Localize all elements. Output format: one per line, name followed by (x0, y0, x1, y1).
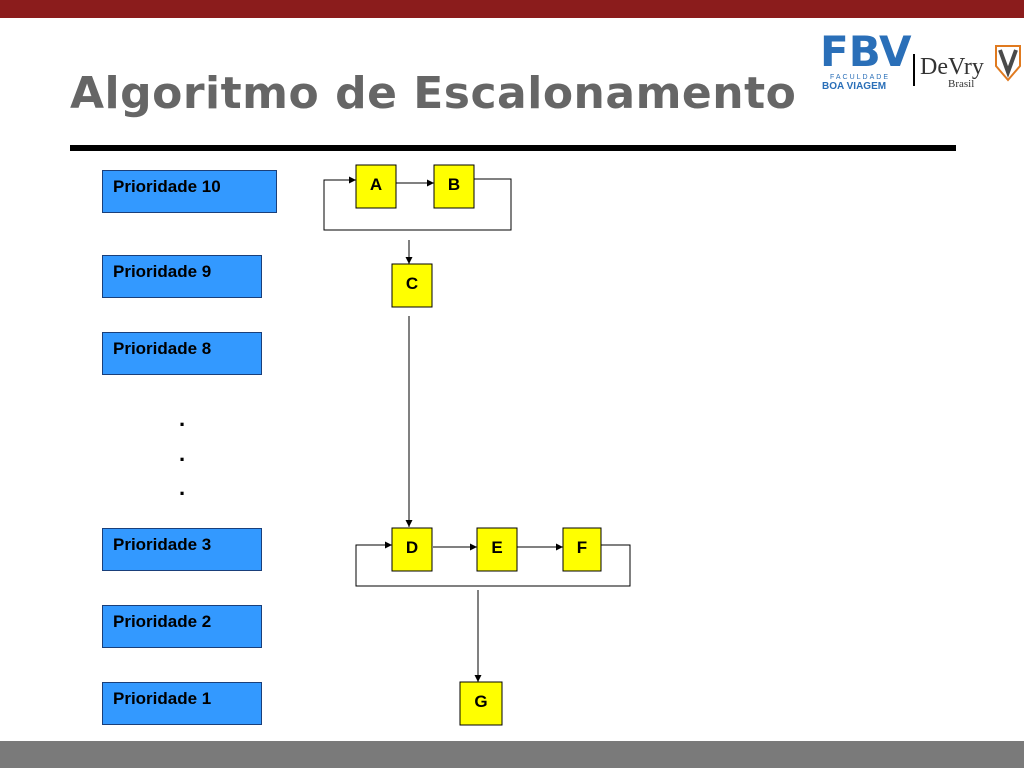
process-node-e: E (476, 527, 518, 572)
priority-10-box: Prioridade 10 (102, 170, 277, 213)
process-node-c: C (391, 263, 433, 308)
arrow-f-loop-to-d (355, 541, 631, 587)
ellipsis-dot-1: . (179, 406, 186, 431)
process-node-a: A (355, 164, 397, 209)
title-underline (70, 145, 956, 151)
process-label-b: B (448, 175, 460, 194)
process-node-b: B (433, 164, 475, 209)
process-node-g: G (459, 681, 503, 726)
fbv-tagline-2: BOA VIAGEM (822, 81, 886, 92)
ellipsis-dot-3: . (179, 475, 186, 500)
process-label-g: G (474, 692, 487, 711)
process-label-a: A (370, 175, 382, 194)
process-label-d: D (406, 538, 418, 557)
priority-9-box: Prioridade 9 (102, 255, 262, 298)
ellipsis-dot-2: . (179, 441, 186, 466)
process-label-e: E (491, 538, 502, 557)
top-bar (0, 0, 1024, 18)
priority-3-box: Prioridade 3 (102, 528, 262, 571)
devry-subtext: Brasil (948, 78, 974, 90)
fbv-tagline-1: FACULDADE (830, 74, 890, 81)
process-node-d: D (391, 527, 433, 572)
process-label-c: C (406, 274, 418, 293)
slide-title: Algoritmo de Escalonamento (70, 68, 797, 119)
queue-loop-priority-10 (323, 176, 512, 231)
arrow-b-loop-to-a (323, 176, 512, 231)
devry-logo: DeVry Brasil (920, 45, 1021, 90)
devry-shield-icon (995, 45, 1021, 82)
fbv-logo-text: FBV (820, 27, 912, 76)
priority-1-box: Prioridade 1 (102, 682, 262, 725)
process-node-f: F (562, 527, 602, 572)
devry-logo-text: DeVry (920, 54, 984, 80)
fbv-logo: FBV FACULDADE BOA VIAGEM (820, 27, 912, 92)
bottom-bar (0, 741, 1024, 768)
priority-2-box: Prioridade 2 (102, 605, 262, 648)
priority-8-box: Prioridade 8 (102, 332, 262, 375)
process-label-f: F (577, 538, 587, 557)
logo-area: FBV FACULDADE BOA VIAGEM DeVry Brasil (820, 27, 1021, 92)
queue-loop-priority-3 (355, 541, 631, 587)
